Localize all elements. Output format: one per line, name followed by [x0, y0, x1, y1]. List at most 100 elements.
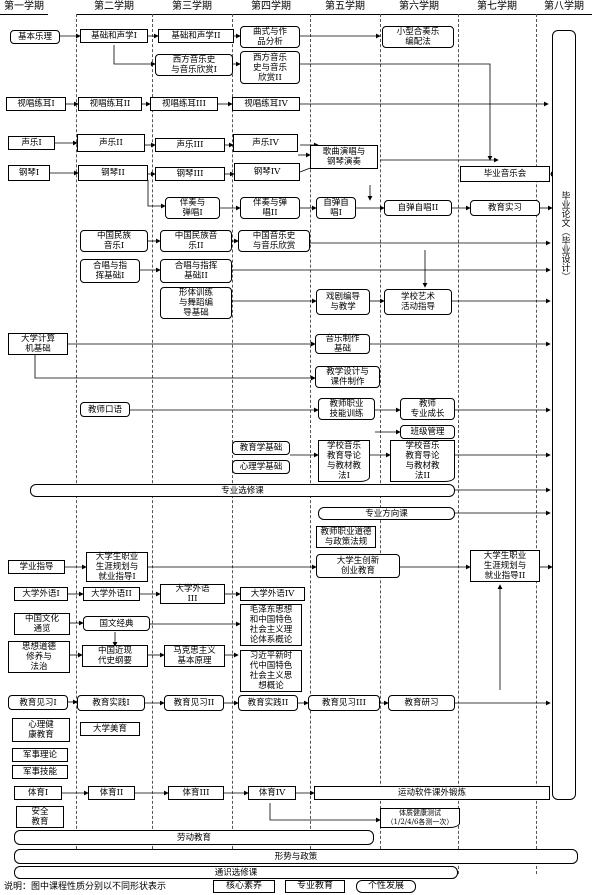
column-divider [152, 14, 153, 874]
course-hechang-1: 合唱与指 挥基础I [80, 259, 140, 283]
course-banji-guanli: 班级管理 [400, 425, 455, 439]
course-banzou-1: 伴奏与 弹唱I [165, 197, 220, 219]
course-jiaoshi-kouyu: 教师口语 [80, 402, 130, 417]
course-xiju: 戏剧编导 与教学 [316, 289, 370, 315]
course-zitan-1: 自弹自 唱I [316, 197, 356, 219]
course-gangqin-3: 钢琴III [155, 167, 225, 181]
course-jiaoshi-chengzhang: 教师 专业成长 [400, 398, 455, 420]
course-meiyu: 大学美育 [80, 722, 140, 736]
course-xi: 习近平新时 代中国特色 社会主义思 想概论 [240, 650, 302, 692]
course-mao: 毛泽东思想 和中国特色 社会主义理 论体系概论 [240, 604, 302, 646]
course-anquan: 安全 教育 [16, 806, 64, 828]
legend-professional: 专业教育 [285, 880, 345, 893]
course-jisuanji: 大学计算 机基础 [8, 333, 68, 355]
course-yundong: 运动软件课外锻炼 [314, 786, 550, 800]
biye-lunwen-label: 毕业论文（毕业设计） [559, 191, 570, 281]
course-jiben-yueli: 基本乐理 [10, 30, 60, 44]
course-junshi-lilun: 军事理论 [12, 748, 68, 762]
course-guowen: 国文经典 [83, 616, 150, 631]
arrow [113, 45, 156, 67]
course-xinli-jiankang: 心理健 康教育 [12, 718, 70, 742]
semester-header-8: 第八学期 [536, 0, 592, 15]
course-minzu-2: 中国民族音 乐II [160, 230, 232, 252]
course-waiyu-3: 大学外语 III [160, 584, 225, 604]
course-xueye-zhidao: 学业指导 [8, 560, 65, 574]
course-jianxi-1: 教育见习I [8, 695, 68, 710]
course-xiaoxing-hezou: 小型合奏乐 编配法 [382, 26, 454, 48]
course-jiaoxue-sheji: 教学设计与 课件制作 [315, 366, 380, 388]
legend-prefix: 说明：图中课程性质分别以不同形状表示 [4, 882, 167, 892]
course-banzou-2: 伴奏与弹 唱II [240, 197, 300, 219]
semester-header-5: 第五学期 [310, 0, 380, 15]
course-xingshi: 形势与政策 [14, 849, 578, 864]
course-wenhua: 中国文化 通览 [14, 613, 70, 635]
column-divider [310, 14, 311, 874]
course-jiaoyuxue: 教育学基础 [232, 441, 290, 455]
column-divider [458, 14, 459, 874]
arrow [147, 180, 166, 209]
course-xifang-1: 西方音乐史 与音乐欣赏I [155, 54, 233, 76]
course-hesheng-2: 基础和声学II [158, 29, 234, 43]
semester-header-2: 第二学期 [76, 0, 152, 15]
course-tongshi: 通识选修课 [14, 866, 458, 879]
course-tiyu-1: 体育I [14, 786, 62, 800]
course-xingti: 形体训练 与舞蹈编 导基础 [160, 287, 232, 319]
course-xifang-2: 西方音乐 史与音乐 欣赏II [240, 51, 300, 84]
course-sixiang: 思想道德 修养与 法治 [8, 641, 70, 673]
course-shichang-4: 视唱练耳IV [232, 97, 300, 111]
semester-header-4: 第四学期 [232, 0, 310, 15]
legend-core: 核心素养 [213, 880, 275, 893]
course-zhuanye-fangxiang: 专业方向课 [318, 507, 455, 520]
column-divider [380, 14, 381, 874]
course-shengyue-3: 声乐III [155, 138, 225, 152]
course-jianxi-3: 教育见习III [308, 695, 380, 711]
course-waiyu-2: 大学外语II [83, 587, 140, 601]
course-shijian-1: 教育实践I [77, 695, 145, 711]
course-tiyu-4: 体育IV [248, 786, 296, 800]
column-divider [536, 14, 537, 874]
course-yinyue-zhizuo: 音乐制作 基础 [315, 334, 370, 354]
course-yanjiu: 教育研习 [388, 695, 455, 711]
semester-header-1: 第一学期 [0, 0, 48, 15]
course-xuexiao-yishu: 学校艺术 活动指导 [384, 289, 452, 315]
course-jianxi-2: 教育见习II [164, 695, 224, 711]
course-biye-lunwen: 毕业论文（毕业设计） [552, 30, 576, 800]
course-shichang-2: 视唱练耳II [78, 97, 142, 111]
course-hesheng-1: 基础和声学I [80, 29, 148, 43]
course-jindai: 中国近现 代史纲要 [82, 645, 148, 667]
course-biye-yinyuehui: 毕业音乐会 [460, 166, 550, 182]
course-zhuanye-xuanxiu: 专业选修课 [30, 484, 455, 497]
column-divider [76, 14, 77, 874]
semester-header-7: 第七学期 [458, 0, 536, 15]
course-zhiye-daode: 教师职业道德 与政策法规 [316, 526, 376, 548]
course-waiyu-1: 大学外语I [14, 587, 68, 601]
course-gangqin-4: 钢琴IV [234, 163, 300, 181]
course-laodong: 劳动教育 [14, 830, 374, 845]
course-shengyue-2: 声乐II [77, 134, 145, 152]
course-jiaoyu-shixi: 教育实习 [470, 200, 540, 216]
course-shichang-1: 视唱练耳I [6, 97, 66, 111]
course-shichang-3: 视唱练耳III [150, 97, 218, 111]
course-jiaocai-1: 学校音乐 教育导论 与教材教 法I [318, 440, 370, 482]
course-zhongguo-yinyueshi: 中国音乐史 与音乐欣赏 [238, 230, 310, 252]
course-tiyu-2: 体育II [88, 786, 135, 800]
arrow [269, 803, 381, 823]
course-jiaoshi-zhiye: 教师职业 技能训练 [318, 398, 375, 420]
course-shengya-1: 大学生职业 生涯规划与 就业指导I [86, 552, 148, 582]
course-gequ-yanchang: 歌曲演唱与 钢琴演奏 [310, 145, 378, 169]
course-hechang-2: 合唱与指挥 基础II [160, 259, 232, 283]
course-qushi: 曲式与作 品分析 [240, 26, 300, 48]
course-gangqin-1: 钢琴I [8, 165, 50, 181]
course-shijian-2: 教育实践II [238, 695, 298, 711]
arrow [34, 355, 316, 381]
course-chuangxin: 大学生创新 创业教育 [316, 554, 400, 578]
course-makesi: 马克思主义 基本原理 [164, 645, 225, 667]
course-shengyue-1: 声乐I [8, 136, 55, 150]
legend-personal: 个性发展 [356, 880, 416, 893]
course-jiaocai-2: 学校音乐 教育导论 与教材教 法II [390, 440, 455, 482]
semester-header-3: 第三学期 [152, 0, 232, 15]
arrow [300, 63, 493, 161]
course-tizhi: 体质健康测试 （1/2/4/6各测一次） [380, 808, 460, 828]
